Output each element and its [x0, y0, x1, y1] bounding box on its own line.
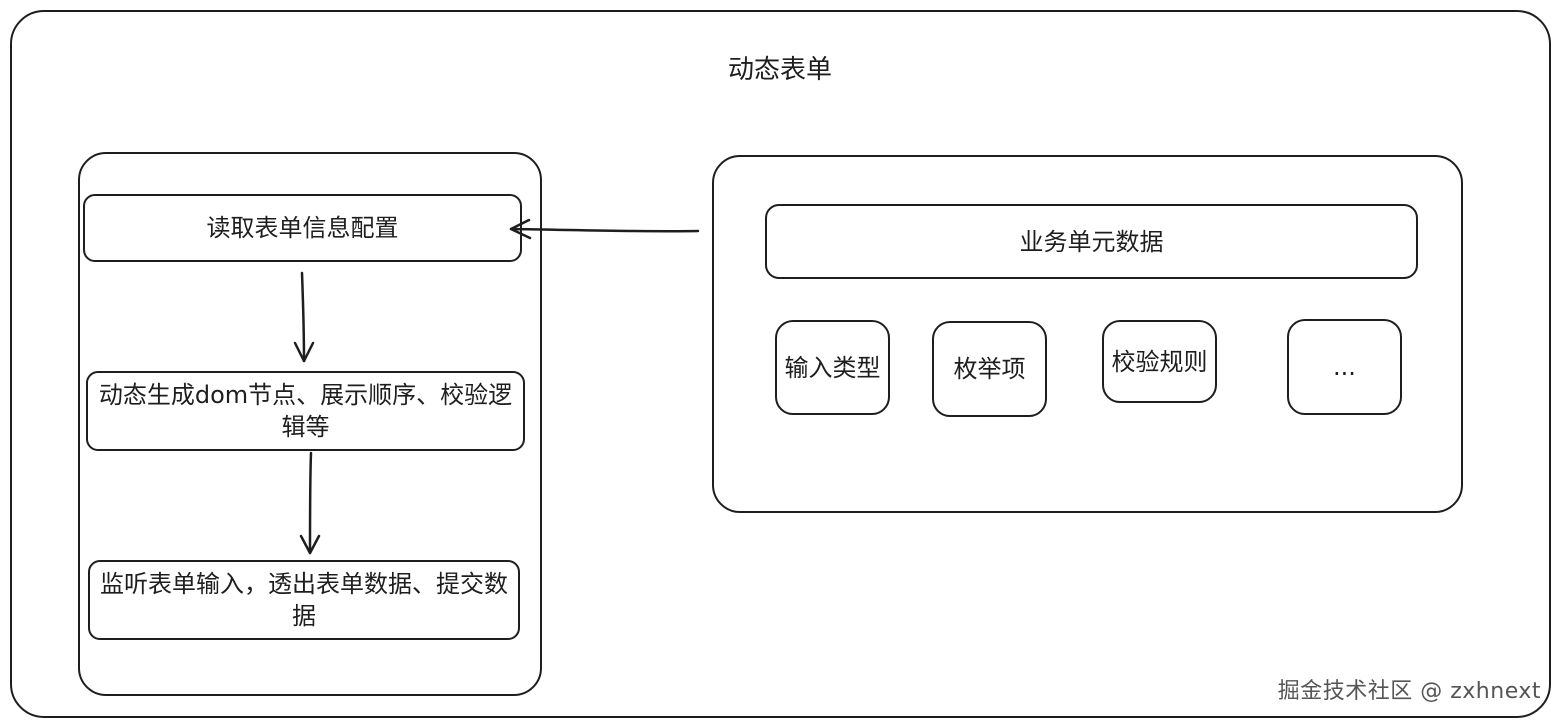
read-config-label: 读取表单信息配置 [206, 214, 399, 242]
more-attributes-box: ... [1287, 319, 1402, 415]
enumeration-label: 枚举项 [953, 355, 1026, 383]
generate-dom-label: 动态生成dom节点、展示顺序、校验逻辑等 [98, 381, 513, 441]
read-config-step: 读取表单信息配置 [83, 194, 522, 262]
validation-rules-box: 校验规则 [1102, 320, 1217, 403]
generate-dom-step: 动态生成dom节点、展示顺序、校验逻辑等 [86, 371, 525, 451]
watermark: 掘金技术社区 @ zxhnext [1277, 679, 1541, 704]
diagram-title: 动态表单 [727, 55, 832, 85]
business-data-label: 业务单元数据 [1019, 227, 1164, 256]
listen-input-step: 监听表单输入，透出表单数据、提交数据 [88, 560, 520, 640]
business-data-box: 业务单元数据 [765, 204, 1418, 279]
input-type-box: 输入类型 [775, 320, 890, 415]
validation-rules-label: 校验规则 [1111, 347, 1208, 376]
listen-input-label: 监听表单输入，透出表单数据、提交数据 [100, 570, 508, 630]
more-attributes-label: ... [1333, 353, 1356, 381]
enumeration-box: 枚举项 [932, 321, 1047, 417]
input-type-label: 输入类型 [784, 353, 881, 382]
